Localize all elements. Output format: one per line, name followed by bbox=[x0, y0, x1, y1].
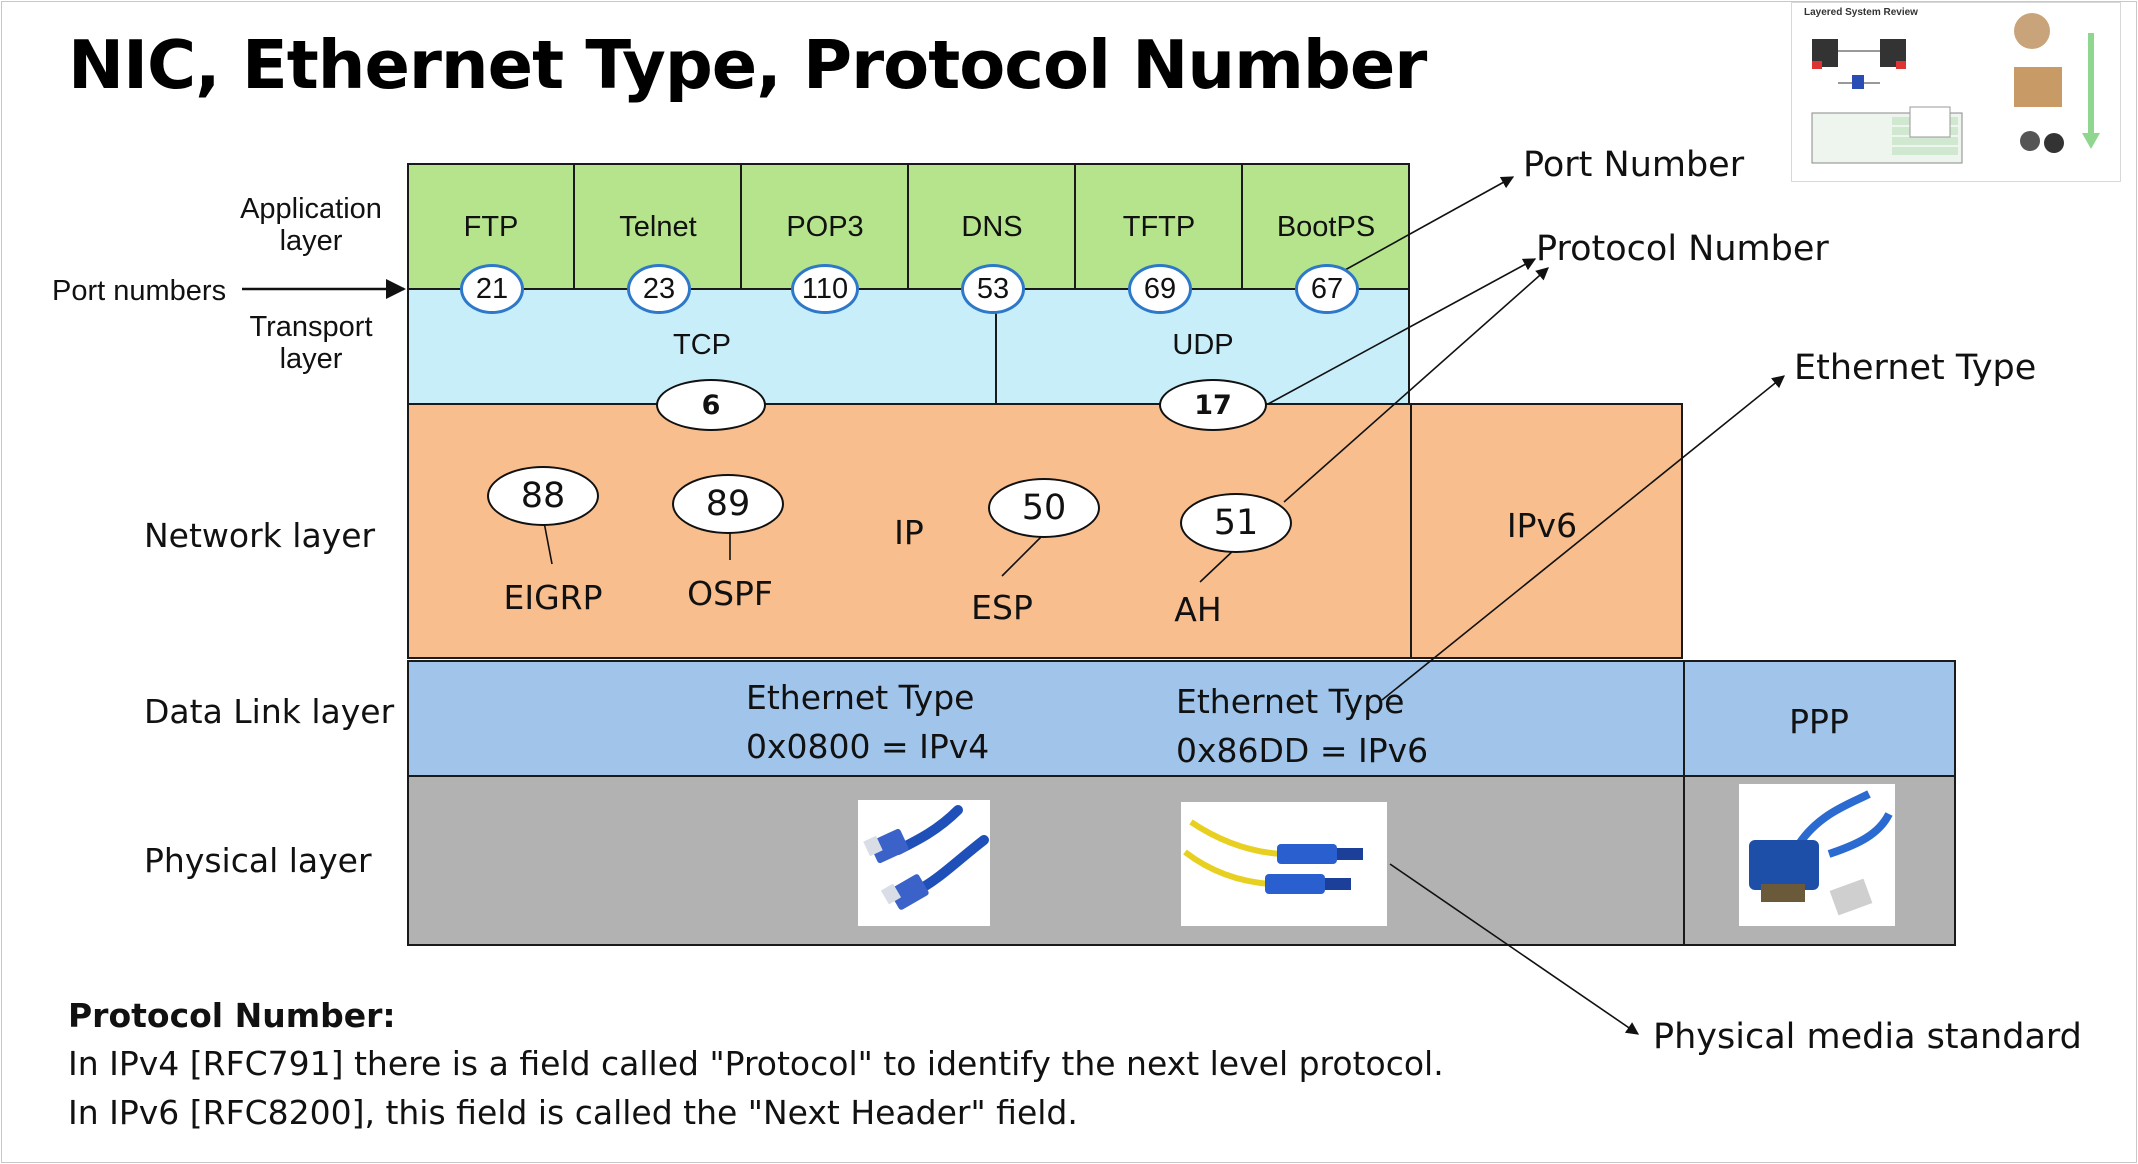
ospf-label: OSPF bbox=[687, 574, 773, 613]
esp-label: ESP bbox=[971, 588, 1033, 627]
eigrp-label: EIGRP bbox=[503, 578, 603, 617]
ethernet-type-annotation: Ethernet Type bbox=[1794, 348, 2037, 388]
application-layer-label-2: layer bbox=[279, 225, 343, 257]
ppp-label: PPP bbox=[1789, 702, 1849, 741]
ethernet-cable-icon bbox=[858, 800, 990, 926]
port-number-annotation: Port Number bbox=[1523, 145, 1745, 185]
physical-box bbox=[407, 775, 1685, 946]
notes-heading: Protocol Number: bbox=[68, 996, 396, 1035]
ipv6-box bbox=[1410, 403, 1683, 659]
tcp-protocol-number-oval: 6 bbox=[656, 379, 766, 431]
thumbnail-diagram bbox=[1811, 13, 2100, 164]
serial-cable-icon bbox=[1739, 784, 1895, 926]
protocol-number-oval-eigrp: 88 bbox=[487, 466, 599, 526]
app-protocol-pop3: POP3 bbox=[786, 211, 864, 243]
thumb-block bbox=[1812, 61, 1822, 69]
thumb-block bbox=[1896, 61, 1906, 69]
protocol-number-oval-ah: 51 bbox=[1180, 493, 1292, 553]
ethernet-type-ipv4-line1: Ethernet Type bbox=[746, 678, 975, 717]
thumb-image bbox=[2044, 133, 2064, 153]
udp-label: UDP bbox=[1172, 329, 1234, 361]
ethernet-type-ipv6-line1: Ethernet Type bbox=[1176, 682, 1405, 721]
thumb-arrow bbox=[2082, 133, 2100, 149]
physical-media-arrow bbox=[1389, 863, 1640, 1035]
eigrp-connector bbox=[543, 521, 553, 565]
transport-layer-label-1: Transport bbox=[249, 311, 373, 343]
port-oval-telnet: 23 bbox=[627, 264, 691, 314]
physical-layer-label: Physical layer bbox=[144, 841, 372, 880]
network-layer-label: Network layer bbox=[144, 516, 376, 555]
tcp-label: TCP bbox=[673, 329, 731, 361]
ppp-box bbox=[1683, 660, 1956, 777]
protocol-number-arrow-ah bbox=[1283, 267, 1549, 503]
notes-line-2: In IPv6 [RFC8200], this field is called … bbox=[68, 1093, 1078, 1132]
protocol-number-oval-esp: 50 bbox=[988, 478, 1100, 538]
thumb-image bbox=[2014, 13, 2050, 49]
thumb-stack bbox=[1909, 106, 1951, 138]
app-protocol-bootps: BootPS bbox=[1276, 211, 1376, 243]
thumbnail-title: Layered System Review bbox=[1804, 7, 1918, 18]
app-protocol-tftp: TFTP bbox=[1122, 211, 1196, 243]
thumb-image bbox=[2014, 67, 2062, 107]
thumb-arrow bbox=[2088, 33, 2094, 133]
protocol-number-arrow-udp bbox=[1267, 258, 1537, 405]
ethernet-type-ipv6-line2: 0x86DD = IPv6 bbox=[1176, 731, 1429, 770]
thumbnail: Layered System Review bbox=[1791, 2, 2121, 182]
esp-connector bbox=[1001, 531, 1047, 577]
notes-line-1: In IPv4 [RFC791] there is a field called… bbox=[68, 1044, 1444, 1083]
protocol-number-annotation: Protocol Number bbox=[1536, 229, 1829, 269]
thumb-image bbox=[2020, 131, 2040, 151]
ethernet-type-arrow bbox=[1381, 375, 1785, 701]
thumb-block bbox=[1852, 75, 1864, 89]
fiber-optic-cable-icon bbox=[1181, 802, 1387, 926]
udp-protocol-number-oval: 17 bbox=[1159, 379, 1267, 431]
data-link-layer-label: Data Link layer bbox=[144, 692, 395, 731]
app-protocol-telnet: Telnet bbox=[619, 211, 697, 243]
port-oval-bootps: 67 bbox=[1295, 264, 1359, 314]
ah-connector bbox=[1199, 547, 1237, 583]
application-layer-label-1: Application bbox=[240, 193, 382, 225]
ethernet-type-ipv4-line2: 0x0800 = IPv4 bbox=[746, 727, 990, 766]
port-oval-pop3: 110 bbox=[791, 264, 859, 314]
app-protocol-dns: DNS bbox=[961, 211, 1023, 243]
ipv6-label: IPv6 bbox=[1506, 506, 1578, 545]
ah-label: AH bbox=[1174, 590, 1222, 629]
port-oval-tftp: 69 bbox=[1128, 264, 1192, 314]
thumb-row bbox=[1892, 137, 1958, 145]
thumb-row bbox=[1892, 147, 1958, 155]
ip-label: IP bbox=[894, 513, 924, 552]
port-oval-dns: 53 bbox=[961, 264, 1025, 314]
physical-media-annotation: Physical media standard bbox=[1653, 1017, 2082, 1057]
port-numbers-label: Port numbers bbox=[52, 275, 227, 307]
transport-layer-label-2: layer bbox=[279, 343, 343, 375]
protocol-number-oval-ospf: 89 bbox=[672, 474, 784, 534]
slide-title: NIC, Ethernet Type, Protocol Number bbox=[68, 26, 1427, 104]
port-oval-ftp: 21 bbox=[460, 264, 524, 314]
port-number-arrow bbox=[1344, 176, 1515, 271]
app-protocol-ftp: FTP bbox=[463, 211, 519, 243]
